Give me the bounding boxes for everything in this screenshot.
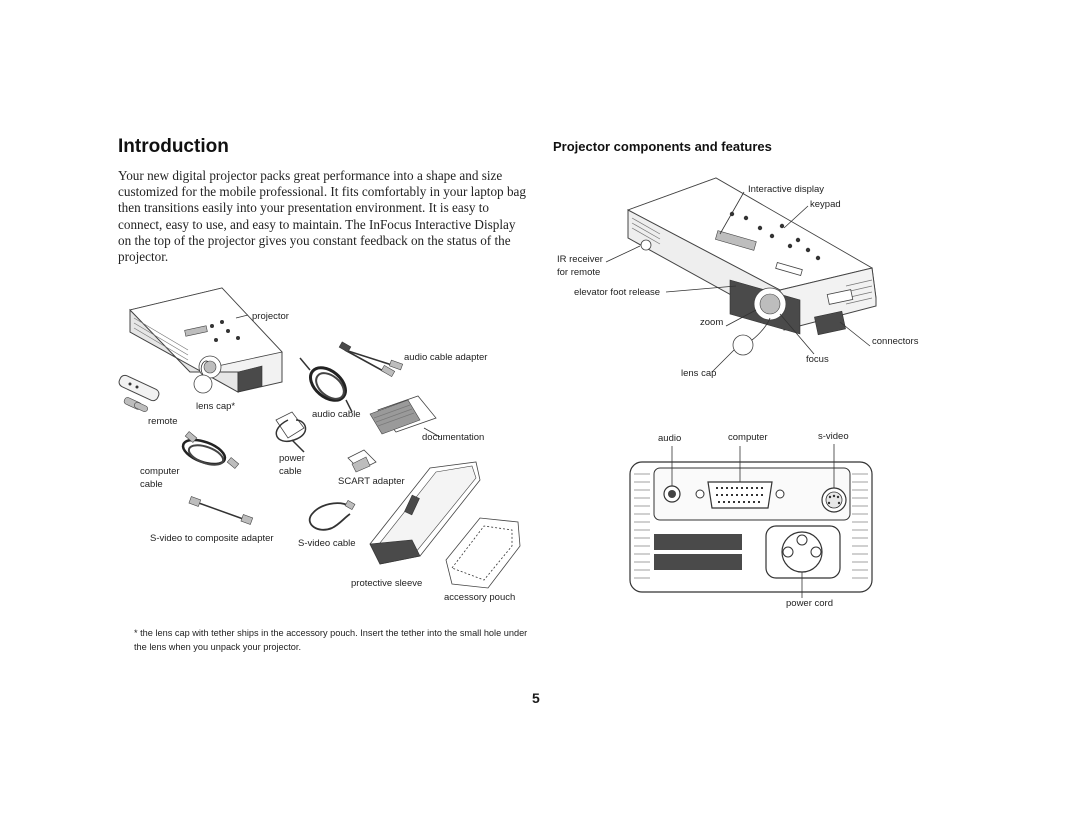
label-power-cord: power cord xyxy=(786,598,833,609)
label-svideo-port: s-video xyxy=(818,431,849,442)
label-computer-cable-1: computer xyxy=(140,466,180,477)
label-documentation: documentation xyxy=(422,432,485,443)
protective-sleeve-illustration xyxy=(369,461,481,565)
label-audio-port: audio xyxy=(658,433,682,444)
label-lens-cap: lens cap* xyxy=(196,401,236,412)
page-title: Introduction xyxy=(118,136,229,157)
label-protective-sleeve: protective sleeve xyxy=(351,578,423,589)
projector-large-illustration xyxy=(627,177,877,356)
scart-adapter-illustration xyxy=(347,449,377,473)
label-lens-cap-component: lens cap xyxy=(681,368,717,379)
svideo-composite-illustration xyxy=(188,496,254,525)
audio-cable-adapter-illustration xyxy=(338,341,404,378)
label-audio-cable-adapter: audio cable adapter xyxy=(404,352,488,363)
svideo-cable-illustration xyxy=(308,499,356,531)
power-cable-illustration xyxy=(275,411,307,453)
label-remote: remote xyxy=(148,416,178,427)
accessory-pouch-illustration xyxy=(445,517,521,589)
remote-illustration xyxy=(118,374,160,412)
audio-jack xyxy=(663,485,681,503)
projector-illustration xyxy=(129,287,283,394)
label-elevator-foot: elevator foot release xyxy=(574,287,661,298)
label-power-cable-2: cable xyxy=(279,466,302,477)
documentation-illustration xyxy=(369,395,437,435)
section-title: Projector components and features xyxy=(553,139,772,154)
label-ir-receiver-1: IR receiver xyxy=(557,254,603,265)
label-zoom: zoom xyxy=(700,317,724,328)
label-svideo-composite: S-video to composite adapter xyxy=(150,533,274,544)
label-audio-cable: audio cable xyxy=(312,409,361,420)
intro-paragraph: Your new digital projector packs great p… xyxy=(118,168,526,265)
label-svideo-cable: S-video cable xyxy=(298,538,356,549)
label-accessory-pouch: accessory pouch xyxy=(444,592,516,603)
power-socket xyxy=(765,525,841,579)
label-computer-cable-2: cable xyxy=(140,479,163,490)
page-number: 5 xyxy=(532,690,540,706)
computer-connector xyxy=(695,481,785,509)
svideo-connector xyxy=(821,487,847,513)
label-projector: projector xyxy=(252,311,289,322)
label-interactive-display: Interactive display xyxy=(748,184,825,195)
label-computer-port: computer xyxy=(728,432,768,443)
label-ir-receiver-2: for remote xyxy=(557,267,601,278)
label-focus: focus xyxy=(806,354,829,365)
label-scart-adapter: SCART adapter xyxy=(338,476,405,487)
label-power-cable-1: power xyxy=(279,453,305,464)
label-keypad: keypad xyxy=(810,199,841,210)
audio-cable-illustration xyxy=(299,357,353,413)
footnote: * the lens cap with tether ships in the … xyxy=(134,628,528,652)
computer-cable-illustration xyxy=(181,431,240,469)
label-connectors: connectors xyxy=(872,336,919,347)
